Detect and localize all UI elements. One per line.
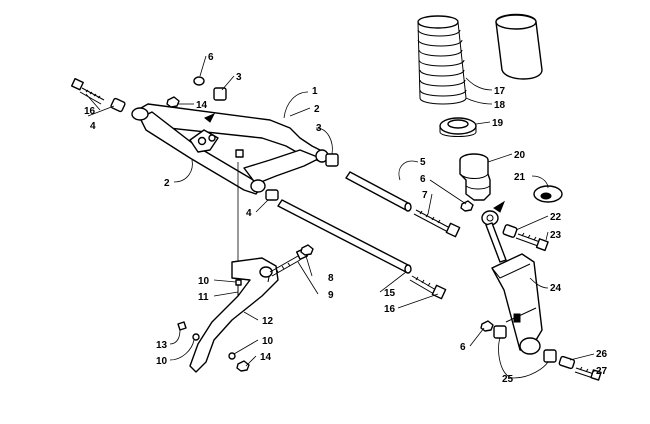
callout-3: 3 bbox=[316, 123, 322, 134]
callout-25: 25 bbox=[502, 374, 514, 385]
callout-18: 18 bbox=[494, 100, 506, 111]
callout-27: 27 bbox=[596, 366, 608, 377]
callout-6: 6 bbox=[420, 174, 426, 185]
boot-17 bbox=[495, 13, 543, 80]
callout-16: 16 bbox=[84, 106, 96, 117]
callout-14: 14 bbox=[260, 352, 272, 363]
callout-24: 24 bbox=[550, 283, 562, 294]
screw-13 bbox=[177, 321, 187, 331]
bolt-23 bbox=[515, 232, 549, 252]
washer-21 bbox=[533, 185, 563, 203]
bolt-9 bbox=[269, 247, 309, 277]
spring-18 bbox=[417, 15, 467, 105]
callout-10: 10 bbox=[262, 336, 274, 347]
bushing-4-lower bbox=[265, 189, 279, 201]
callout-21: 21 bbox=[514, 172, 526, 183]
arrow-indicator-left bbox=[204, 112, 216, 123]
swing-arm bbox=[131, 103, 329, 195]
bushing-22 bbox=[502, 224, 518, 238]
shock-absorber-24 bbox=[481, 210, 543, 355]
nut-6-shock bbox=[460, 200, 474, 212]
callout-5: 5 bbox=[420, 157, 426, 168]
callout-20: 20 bbox=[514, 150, 526, 161]
bushing-25-right bbox=[543, 349, 557, 363]
callout-10: 10 bbox=[156, 356, 168, 367]
spring-seat-19 bbox=[439, 117, 477, 137]
callout-26: 26 bbox=[596, 349, 608, 360]
callout-23: 23 bbox=[550, 230, 562, 241]
callout-16: 16 bbox=[384, 304, 396, 315]
callout-9: 9 bbox=[328, 290, 334, 301]
nut-6-top bbox=[193, 76, 205, 86]
callout-1: 1 bbox=[312, 86, 318, 97]
nut-14-lower bbox=[236, 360, 250, 372]
callout-15: 15 bbox=[384, 288, 396, 299]
callout-14: 14 bbox=[196, 100, 208, 111]
bolt-16-upper bbox=[70, 77, 105, 105]
callout-4: 4 bbox=[246, 208, 252, 219]
callout-10: 10 bbox=[198, 276, 210, 287]
bushing-3-right bbox=[325, 153, 339, 167]
callout-7: 7 bbox=[422, 190, 428, 201]
callout-labels: 1 2 2 3 3 4 4 5 6 6 6 7 8 9 10 10 10 11 … bbox=[84, 52, 608, 385]
leader-lines bbox=[85, 55, 595, 379]
bumper-20 bbox=[459, 153, 491, 201]
callout-2: 2 bbox=[164, 178, 170, 189]
callout-6: 6 bbox=[460, 342, 466, 353]
bolt-16-lower bbox=[409, 275, 447, 300]
callout-11: 11 bbox=[198, 292, 209, 303]
callout-17: 17 bbox=[494, 86, 506, 97]
bolt-27 bbox=[574, 366, 602, 381]
washer-10-lower-right bbox=[228, 352, 236, 360]
shaft-5 bbox=[345, 171, 412, 212]
sleeve-26 bbox=[558, 355, 576, 370]
bushing-4-upper bbox=[110, 97, 126, 113]
nut-10-upper bbox=[235, 279, 242, 286]
callout-4: 4 bbox=[90, 121, 96, 132]
callout-22: 22 bbox=[550, 212, 562, 223]
arrow-indicator-right bbox=[493, 200, 506, 213]
nut-14-top bbox=[166, 96, 180, 108]
bushing-25-left bbox=[493, 325, 507, 339]
washer-10-lower-left bbox=[192, 333, 200, 341]
callout-6: 6 bbox=[208, 52, 214, 63]
callout-2: 2 bbox=[314, 104, 320, 115]
callout-8: 8 bbox=[328, 273, 334, 284]
callout-19: 19 bbox=[492, 118, 504, 129]
callout-13: 13 bbox=[156, 340, 168, 351]
nut-8 bbox=[300, 244, 314, 256]
callout-12: 12 bbox=[262, 316, 274, 327]
bushing-3-top bbox=[213, 87, 227, 101]
callout-3: 3 bbox=[236, 72, 242, 83]
bolt-7 bbox=[413, 209, 461, 238]
